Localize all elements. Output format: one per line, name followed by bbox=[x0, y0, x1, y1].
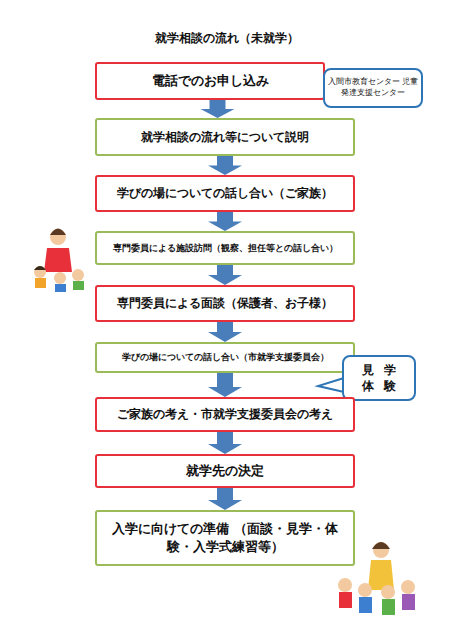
head bbox=[34, 266, 46, 278]
flow-arrow bbox=[208, 265, 242, 285]
process-box: ご家族の考え・市就学支援委員会の考え bbox=[95, 397, 355, 432]
body bbox=[382, 599, 395, 615]
flow-arrow bbox=[208, 373, 242, 397]
node-text: 学びの場についての話し合い（市就学支援委員会） bbox=[122, 351, 329, 363]
hair bbox=[34, 266, 46, 270]
head bbox=[72, 269, 84, 281]
flow-arrow bbox=[208, 488, 242, 510]
note-box: 入間市教育センター 児童発達支援センター bbox=[323, 68, 423, 108]
process-box: 入学に向けての準備 （面談・見学・体験・入学式練習等） bbox=[95, 510, 355, 566]
head bbox=[401, 580, 415, 594]
process-box: 電話でのお申し込み bbox=[95, 62, 325, 100]
process-box: 学びの場についての話し合い（市就学支援委員会） bbox=[95, 342, 355, 373]
process-box: 就学相談の流れ等について説明 bbox=[95, 118, 355, 156]
node-text: 入間市教育センター 児童発達支援センター bbox=[325, 77, 421, 99]
callout-box: 見学 体験 bbox=[342, 355, 416, 401]
body bbox=[339, 592, 352, 608]
head bbox=[358, 583, 372, 597]
body bbox=[402, 594, 415, 610]
head bbox=[338, 578, 352, 592]
head bbox=[50, 229, 66, 245]
node-text: 入学に向けての準備 （面談・見学・体験・入学式練習等） bbox=[110, 520, 340, 555]
process-box: 就学先の決定 bbox=[95, 454, 355, 488]
callout-tail bbox=[318, 378, 344, 392]
body bbox=[73, 281, 84, 290]
flow-arrow bbox=[201, 100, 235, 118]
node-text: 見学 体験 bbox=[348, 362, 410, 394]
node-text: 専門委員による施設訪問（観察、担任等との話し合い） bbox=[113, 242, 338, 254]
node-text: ご家族の考え・市就学支援委員会の考え bbox=[117, 406, 333, 422]
node-text: 学びの場についての話し合い（ご家族） bbox=[117, 185, 333, 201]
hair bbox=[372, 542, 390, 549]
head bbox=[373, 542, 389, 558]
flow-arrow bbox=[208, 212, 242, 231]
process-box: 専門委員による施設訪問（観察、担任等との話し合い） bbox=[95, 231, 355, 265]
flow-arrow bbox=[208, 156, 242, 175]
flow-arrow bbox=[208, 322, 242, 342]
process-box: 学びの場についての話し合い（ご家族） bbox=[95, 175, 355, 212]
flow-arrow bbox=[208, 432, 242, 454]
node-text: 専門委員による面談（保護者、お子様） bbox=[117, 295, 333, 311]
teacher-children-illustration bbox=[34, 229, 84, 293]
diagram-title: 就学相談の流れ（未就学） bbox=[0, 30, 454, 47]
head bbox=[381, 585, 395, 599]
node-text: 就学先の決定 bbox=[186, 462, 264, 480]
node-text: 電話でのお申し込み bbox=[152, 72, 269, 90]
process-box: 専門委員による面談（保護者、お子様） bbox=[95, 285, 355, 322]
body bbox=[44, 248, 72, 272]
body bbox=[35, 278, 46, 288]
head bbox=[54, 272, 66, 284]
hair bbox=[50, 229, 66, 236]
body bbox=[55, 284, 66, 292]
node-text: 就学相談の流れ等について説明 bbox=[141, 129, 309, 145]
body bbox=[368, 560, 394, 590]
body bbox=[359, 597, 372, 613]
